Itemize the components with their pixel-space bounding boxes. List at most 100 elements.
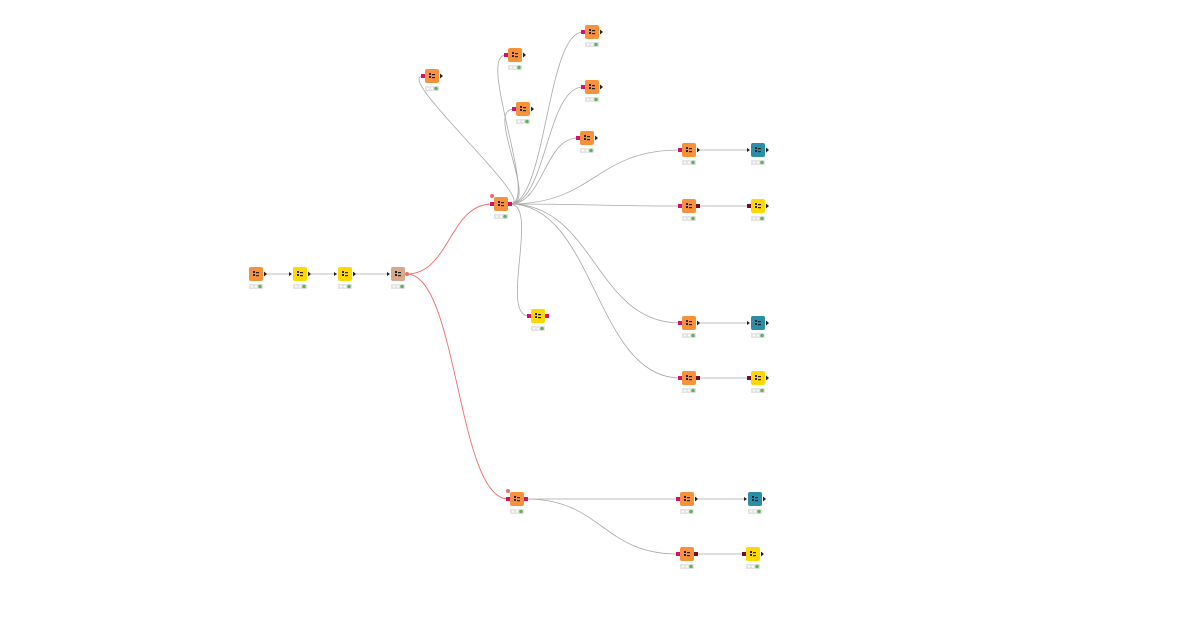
node-body[interactable] bbox=[425, 69, 439, 83]
input-port[interactable] bbox=[289, 272, 292, 276]
node-body[interactable] bbox=[510, 492, 524, 506]
node-view[interactable] bbox=[747, 143, 769, 165]
node-body[interactable] bbox=[293, 267, 307, 281]
output-port[interactable] bbox=[600, 29, 603, 35]
node-body[interactable] bbox=[682, 143, 696, 157]
output-port[interactable] bbox=[766, 320, 769, 326]
node-body[interactable] bbox=[585, 25, 599, 39]
input-port[interactable] bbox=[678, 321, 682, 325]
node-body[interactable] bbox=[516, 102, 530, 116]
input-port[interactable] bbox=[676, 552, 680, 556]
node-manipulator[interactable] bbox=[527, 309, 549, 331]
connection[interactable] bbox=[509, 31, 584, 205]
node-manipulator[interactable] bbox=[334, 267, 356, 289]
node-body[interactable] bbox=[580, 131, 594, 145]
input-port[interactable] bbox=[504, 53, 508, 57]
input-port[interactable] bbox=[747, 148, 750, 152]
input-port[interactable] bbox=[744, 497, 747, 501]
output-port[interactable] bbox=[766, 375, 769, 381]
connection[interactable] bbox=[509, 149, 681, 205]
node-body[interactable] bbox=[680, 492, 694, 506]
node-filter[interactable] bbox=[576, 131, 598, 153]
output-port[interactable] bbox=[524, 497, 528, 501]
input-port[interactable] bbox=[747, 321, 750, 325]
output-port[interactable] bbox=[766, 147, 769, 153]
output-port[interactable] bbox=[531, 106, 534, 112]
node-body[interactable] bbox=[751, 143, 765, 157]
node-manipulator[interactable] bbox=[289, 267, 311, 289]
input-port[interactable] bbox=[512, 107, 516, 111]
node-source[interactable] bbox=[249, 267, 267, 289]
node-splitter[interactable] bbox=[490, 197, 512, 219]
input-port[interactable] bbox=[527, 314, 531, 318]
output-port[interactable] bbox=[696, 376, 700, 380]
output-port[interactable] bbox=[595, 135, 598, 141]
node-filter[interactable] bbox=[678, 316, 700, 338]
node-body[interactable] bbox=[391, 267, 405, 281]
input-port[interactable] bbox=[678, 148, 682, 152]
output-port[interactable] bbox=[264, 271, 267, 277]
node-view[interactable] bbox=[744, 492, 766, 514]
node-body[interactable] bbox=[531, 309, 545, 323]
node-body[interactable] bbox=[682, 316, 696, 330]
input-port[interactable] bbox=[576, 136, 580, 140]
node-body[interactable] bbox=[682, 371, 696, 385]
node-filter[interactable] bbox=[512, 102, 534, 124]
node-body[interactable] bbox=[751, 371, 765, 385]
node-body[interactable] bbox=[585, 80, 599, 94]
connection[interactable] bbox=[497, 54, 519, 205]
output-port[interactable] bbox=[353, 271, 356, 277]
input-port[interactable] bbox=[676, 497, 680, 501]
output-port[interactable] bbox=[697, 147, 700, 153]
node-manipulator[interactable] bbox=[747, 199, 769, 221]
output-port[interactable] bbox=[405, 272, 409, 276]
output-port[interactable] bbox=[696, 204, 700, 208]
output-port[interactable] bbox=[697, 320, 700, 326]
node-converter[interactable] bbox=[678, 199, 700, 221]
output-port[interactable] bbox=[763, 496, 766, 502]
node-body[interactable] bbox=[748, 492, 762, 506]
output-port[interactable] bbox=[523, 52, 526, 58]
node-body[interactable] bbox=[338, 267, 352, 281]
connection[interactable] bbox=[406, 203, 493, 275]
node-body[interactable] bbox=[249, 267, 263, 281]
connection[interactable] bbox=[509, 203, 530, 317]
input-port[interactable] bbox=[747, 376, 751, 380]
node-view[interactable] bbox=[747, 316, 769, 338]
output-port[interactable] bbox=[761, 551, 764, 557]
node-splitter[interactable] bbox=[506, 492, 528, 514]
input-port[interactable] bbox=[678, 204, 682, 208]
connection[interactable] bbox=[509, 203, 681, 207]
node-converter[interactable] bbox=[678, 371, 700, 393]
output-port[interactable] bbox=[440, 73, 443, 79]
node-body[interactable] bbox=[680, 547, 694, 561]
node-body[interactable] bbox=[746, 547, 760, 561]
output-port[interactable] bbox=[308, 271, 311, 277]
node-manipulator[interactable] bbox=[742, 547, 764, 569]
node-body[interactable] bbox=[682, 199, 696, 213]
connection[interactable] bbox=[418, 75, 515, 205]
node-filter[interactable] bbox=[504, 48, 526, 70]
output-port[interactable] bbox=[600, 84, 603, 90]
connection[interactable] bbox=[509, 203, 681, 324]
node-filter[interactable] bbox=[581, 25, 603, 47]
node-body[interactable] bbox=[751, 316, 765, 330]
input-port[interactable] bbox=[387, 272, 390, 276]
connection[interactable] bbox=[509, 86, 584, 205]
input-port[interactable] bbox=[506, 497, 510, 501]
output-port[interactable] bbox=[694, 552, 698, 556]
input-port[interactable] bbox=[334, 272, 337, 276]
input-port[interactable] bbox=[490, 202, 494, 206]
node-filter[interactable] bbox=[678, 143, 700, 165]
input-port[interactable] bbox=[742, 552, 746, 556]
output-port[interactable] bbox=[695, 496, 698, 502]
node-filter[interactable] bbox=[421, 69, 443, 91]
input-port[interactable] bbox=[581, 85, 585, 89]
node-converter[interactable] bbox=[676, 547, 698, 569]
node-filter[interactable] bbox=[676, 492, 698, 514]
connection[interactable] bbox=[509, 203, 681, 379]
connection[interactable] bbox=[509, 137, 579, 205]
output-port[interactable] bbox=[508, 202, 512, 206]
node-body[interactable] bbox=[508, 48, 522, 62]
